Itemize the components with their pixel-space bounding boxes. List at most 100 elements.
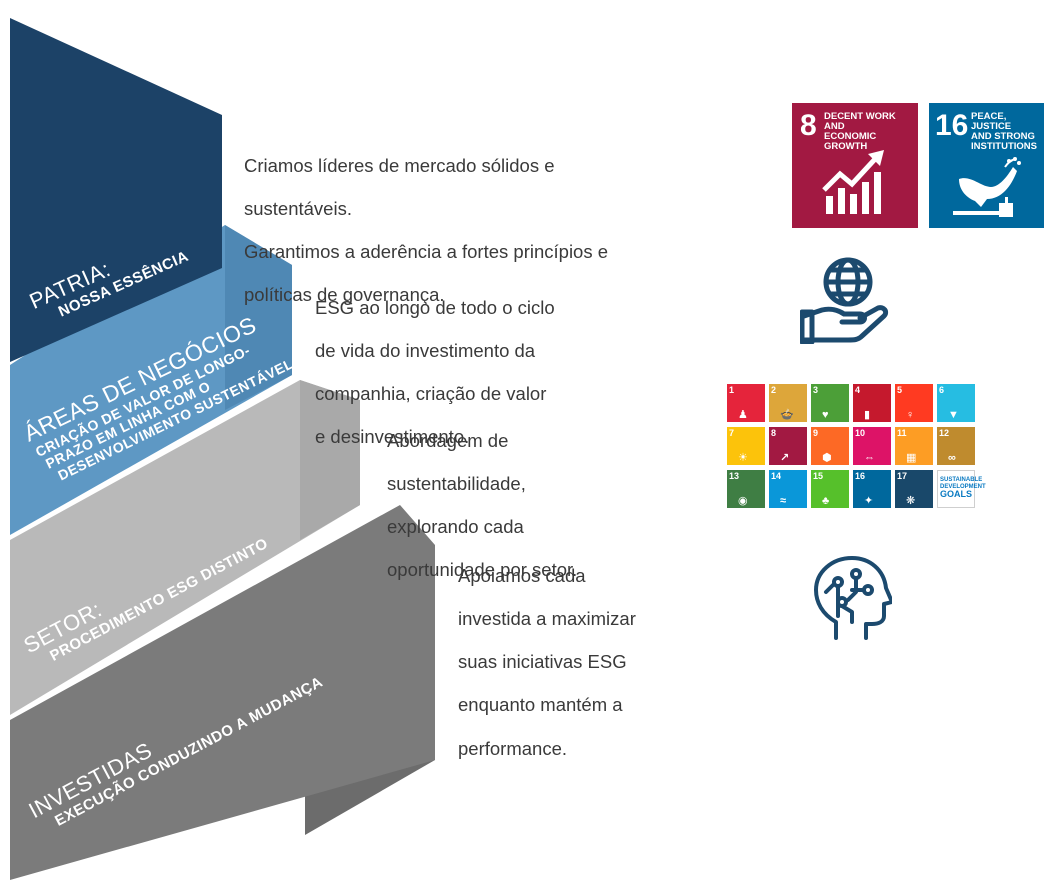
tier-areas-description: ESG ao longo de todo o ciclo de vida do … bbox=[315, 275, 555, 470]
sdg-grid-tile: 3♥ bbox=[811, 384, 849, 422]
sdg-grid-tile-symbol: ◉ bbox=[738, 495, 748, 507]
description-line: e desinvestimento. bbox=[315, 426, 470, 448]
sdg-grid-tile-number: 10 bbox=[855, 428, 866, 438]
dove-gavel-icon bbox=[953, 157, 1021, 217]
description-line: performance. bbox=[458, 737, 567, 759]
sdg-grid-tile-symbol: ♟ bbox=[738, 409, 748, 421]
sdg-grid-tile-symbol: ♥ bbox=[822, 409, 829, 421]
sdg-grid-tile-symbol: ✦ bbox=[864, 495, 874, 507]
tier-investidas-description: Apoiamos cada investida a maximizar suas… bbox=[458, 543, 636, 781]
sdg-number: 16 bbox=[935, 109, 969, 142]
description-line: investida a maximizar bbox=[458, 607, 636, 629]
sdg-title-line: DECENT WORK AND bbox=[824, 111, 896, 132]
sdg-grid-tile-number: 12 bbox=[939, 428, 950, 438]
tier-setor-side bbox=[300, 380, 360, 540]
sdg-grid-tile-number: 15 bbox=[813, 471, 824, 481]
description-line: de vida do investimento da bbox=[315, 339, 536, 361]
tier-investidas-face bbox=[10, 505, 435, 880]
tier-patria-description: Criamos líderes de mercado sólidos e sus… bbox=[244, 133, 608, 328]
sdg-grid-tile-number: 2 bbox=[771, 385, 777, 395]
tier-setor-description: Abordagem de sustentabilidade, explorand… bbox=[387, 408, 577, 603]
sdg-grid-tile-number: 13 bbox=[729, 471, 740, 481]
sdg-title: PEACE, JUSTICE AND STRONG INSTITUTIONS bbox=[971, 112, 1044, 152]
sdg-grid-tile-symbol: ❋ bbox=[906, 495, 916, 507]
chart-growth-icon bbox=[822, 150, 884, 214]
sdg-goals-logo-line: GOALS bbox=[940, 489, 973, 500]
tier-areas-side bbox=[225, 225, 292, 410]
ai-head-icon bbox=[814, 556, 892, 640]
sdg-grid-tile: 9⬢ bbox=[811, 427, 849, 465]
sdg-grid-tile-number: 3 bbox=[813, 385, 819, 395]
sdg-grid-tile: 14 ≈ bbox=[769, 470, 807, 508]
tier-areas-face bbox=[10, 225, 292, 535]
sdg-grid-tile-number: 11 bbox=[897, 428, 907, 438]
sdg-grid-tile-number: 14 bbox=[771, 471, 782, 481]
sdg-number: 8 bbox=[800, 109, 817, 142]
sdg-grid-tile-symbol: ⇔ bbox=[864, 452, 875, 464]
sdg-grid-tile-symbol: ↗ bbox=[780, 452, 790, 464]
sdg-grid-tile: 11 ▦ bbox=[895, 427, 933, 465]
sdg-16-badge: 16 PEACE, JUSTICE AND STRONG INSTITUTION… bbox=[929, 103, 1044, 228]
description-line: Criamos líderes de mercado sólidos e bbox=[244, 154, 555, 176]
sdg-grid-tile-number: 8 bbox=[771, 428, 777, 438]
sdg-grid-tile: 1♟ bbox=[727, 384, 765, 422]
sdg-grid-tile: 7☀ bbox=[727, 427, 765, 465]
sdg-grid-tile: 10 ⇔ bbox=[853, 427, 891, 465]
description-line: Apoiamos cada bbox=[458, 564, 586, 586]
sdg-title-line: ECONOMIC GROWTH bbox=[824, 130, 877, 152]
sdg-grid-tile-number: 4 bbox=[855, 385, 861, 395]
tier-patria-face bbox=[10, 18, 222, 362]
sdg-grid-tile: 5♀ bbox=[895, 384, 933, 422]
description-line: políticas de governança. bbox=[244, 284, 445, 306]
description-line: ESG ao longo de todo o ciclo bbox=[315, 296, 555, 318]
sdg-goals-logo-line: SUSTAINABLE bbox=[940, 477, 983, 483]
tier-setor-face bbox=[10, 380, 360, 715]
description-line: companhia, criação de valor bbox=[315, 383, 547, 405]
sdg-grid-tile-symbol: ⬢ bbox=[822, 452, 832, 464]
sdg-grid-tile-number: 7 bbox=[729, 428, 735, 438]
sdg-grid-tile: 8↗ bbox=[769, 427, 807, 465]
sdg-grid-tile-number: 5 bbox=[897, 385, 903, 395]
sdg-grid-tile-symbol: ▮ bbox=[864, 409, 871, 421]
sdg-grid-tile: 6▼ bbox=[937, 384, 975, 422]
sdg-grid-tile-number: 9 bbox=[813, 428, 819, 438]
sdg-8-badge: 8 DECENT WORK AND ECONOMIC GROWTH bbox=[792, 103, 918, 228]
description-line: sustentáveis. bbox=[244, 197, 352, 219]
sdg-grid-tile: 17 ❋ bbox=[895, 470, 933, 508]
sdg-title-line: AND STRONG bbox=[971, 130, 1035, 142]
sdg-grid-tile: 4▮ bbox=[853, 384, 891, 422]
sdg-grid-tile: 13 ◉ bbox=[727, 470, 765, 508]
description-line: explorando cada bbox=[387, 516, 524, 538]
sdg-grid-tile-symbol: 🍲 bbox=[780, 409, 794, 421]
sdg-grid-tile-number: 17 bbox=[897, 471, 908, 481]
sdg-grid-tile-symbol: ▦ bbox=[906, 452, 917, 464]
sdg-grid-tile-symbol: ▼ bbox=[948, 409, 959, 421]
sdg-title-line: PEACE, JUSTICE bbox=[971, 111, 1012, 132]
sdg-grid-tile: 15 ♣ bbox=[811, 470, 849, 508]
sdg-grid-tile: 12 ∞ bbox=[937, 427, 975, 465]
sdg-grid-tile: 2🍲 bbox=[769, 384, 807, 422]
sdg-grid-tile-number: 16 bbox=[855, 471, 866, 481]
sdg-grid-tile: 16 ✦ bbox=[853, 470, 891, 508]
sdg-grid-icon: 1♟2🍲3♥4▮5♀6▼7☀8↗9⬢10⇔11▦12∞13◉14≈15♣16✦1… bbox=[727, 384, 986, 510]
sdg-grid-tile-symbol: ♣ bbox=[822, 495, 830, 507]
sdg-title-line: INSTITUTIONS bbox=[971, 140, 1037, 152]
sdg-grid-tile-number: 1 bbox=[729, 385, 735, 395]
sdg-goals-logo-line: DEVELOPMENT bbox=[940, 483, 986, 490]
sdg-grid-tile-number: 6 bbox=[939, 385, 945, 395]
sdg-grid-tile-symbol: ∞ bbox=[948, 452, 956, 464]
description-line: oportunidade por setor. bbox=[387, 559, 578, 581]
description-line: Garantimos a aderência a fortes princípi… bbox=[244, 241, 609, 263]
sdg-grid-tile-symbol: ♀ bbox=[906, 409, 915, 421]
sdg-grid-tile-symbol: ≈ bbox=[780, 495, 787, 507]
sdg-grid-tile-symbol: ☀ bbox=[738, 452, 748, 464]
description-line: enquanto mantém a bbox=[458, 694, 623, 716]
description-line: sustentabilidade, bbox=[387, 472, 526, 494]
description-line: Abordagem de bbox=[387, 429, 509, 451]
sdg-title: DECENT WORK AND ECONOMIC GROWTH bbox=[824, 112, 918, 152]
description-line: suas iniciativas ESG bbox=[458, 651, 627, 673]
globe-hand-icon bbox=[800, 257, 889, 344]
